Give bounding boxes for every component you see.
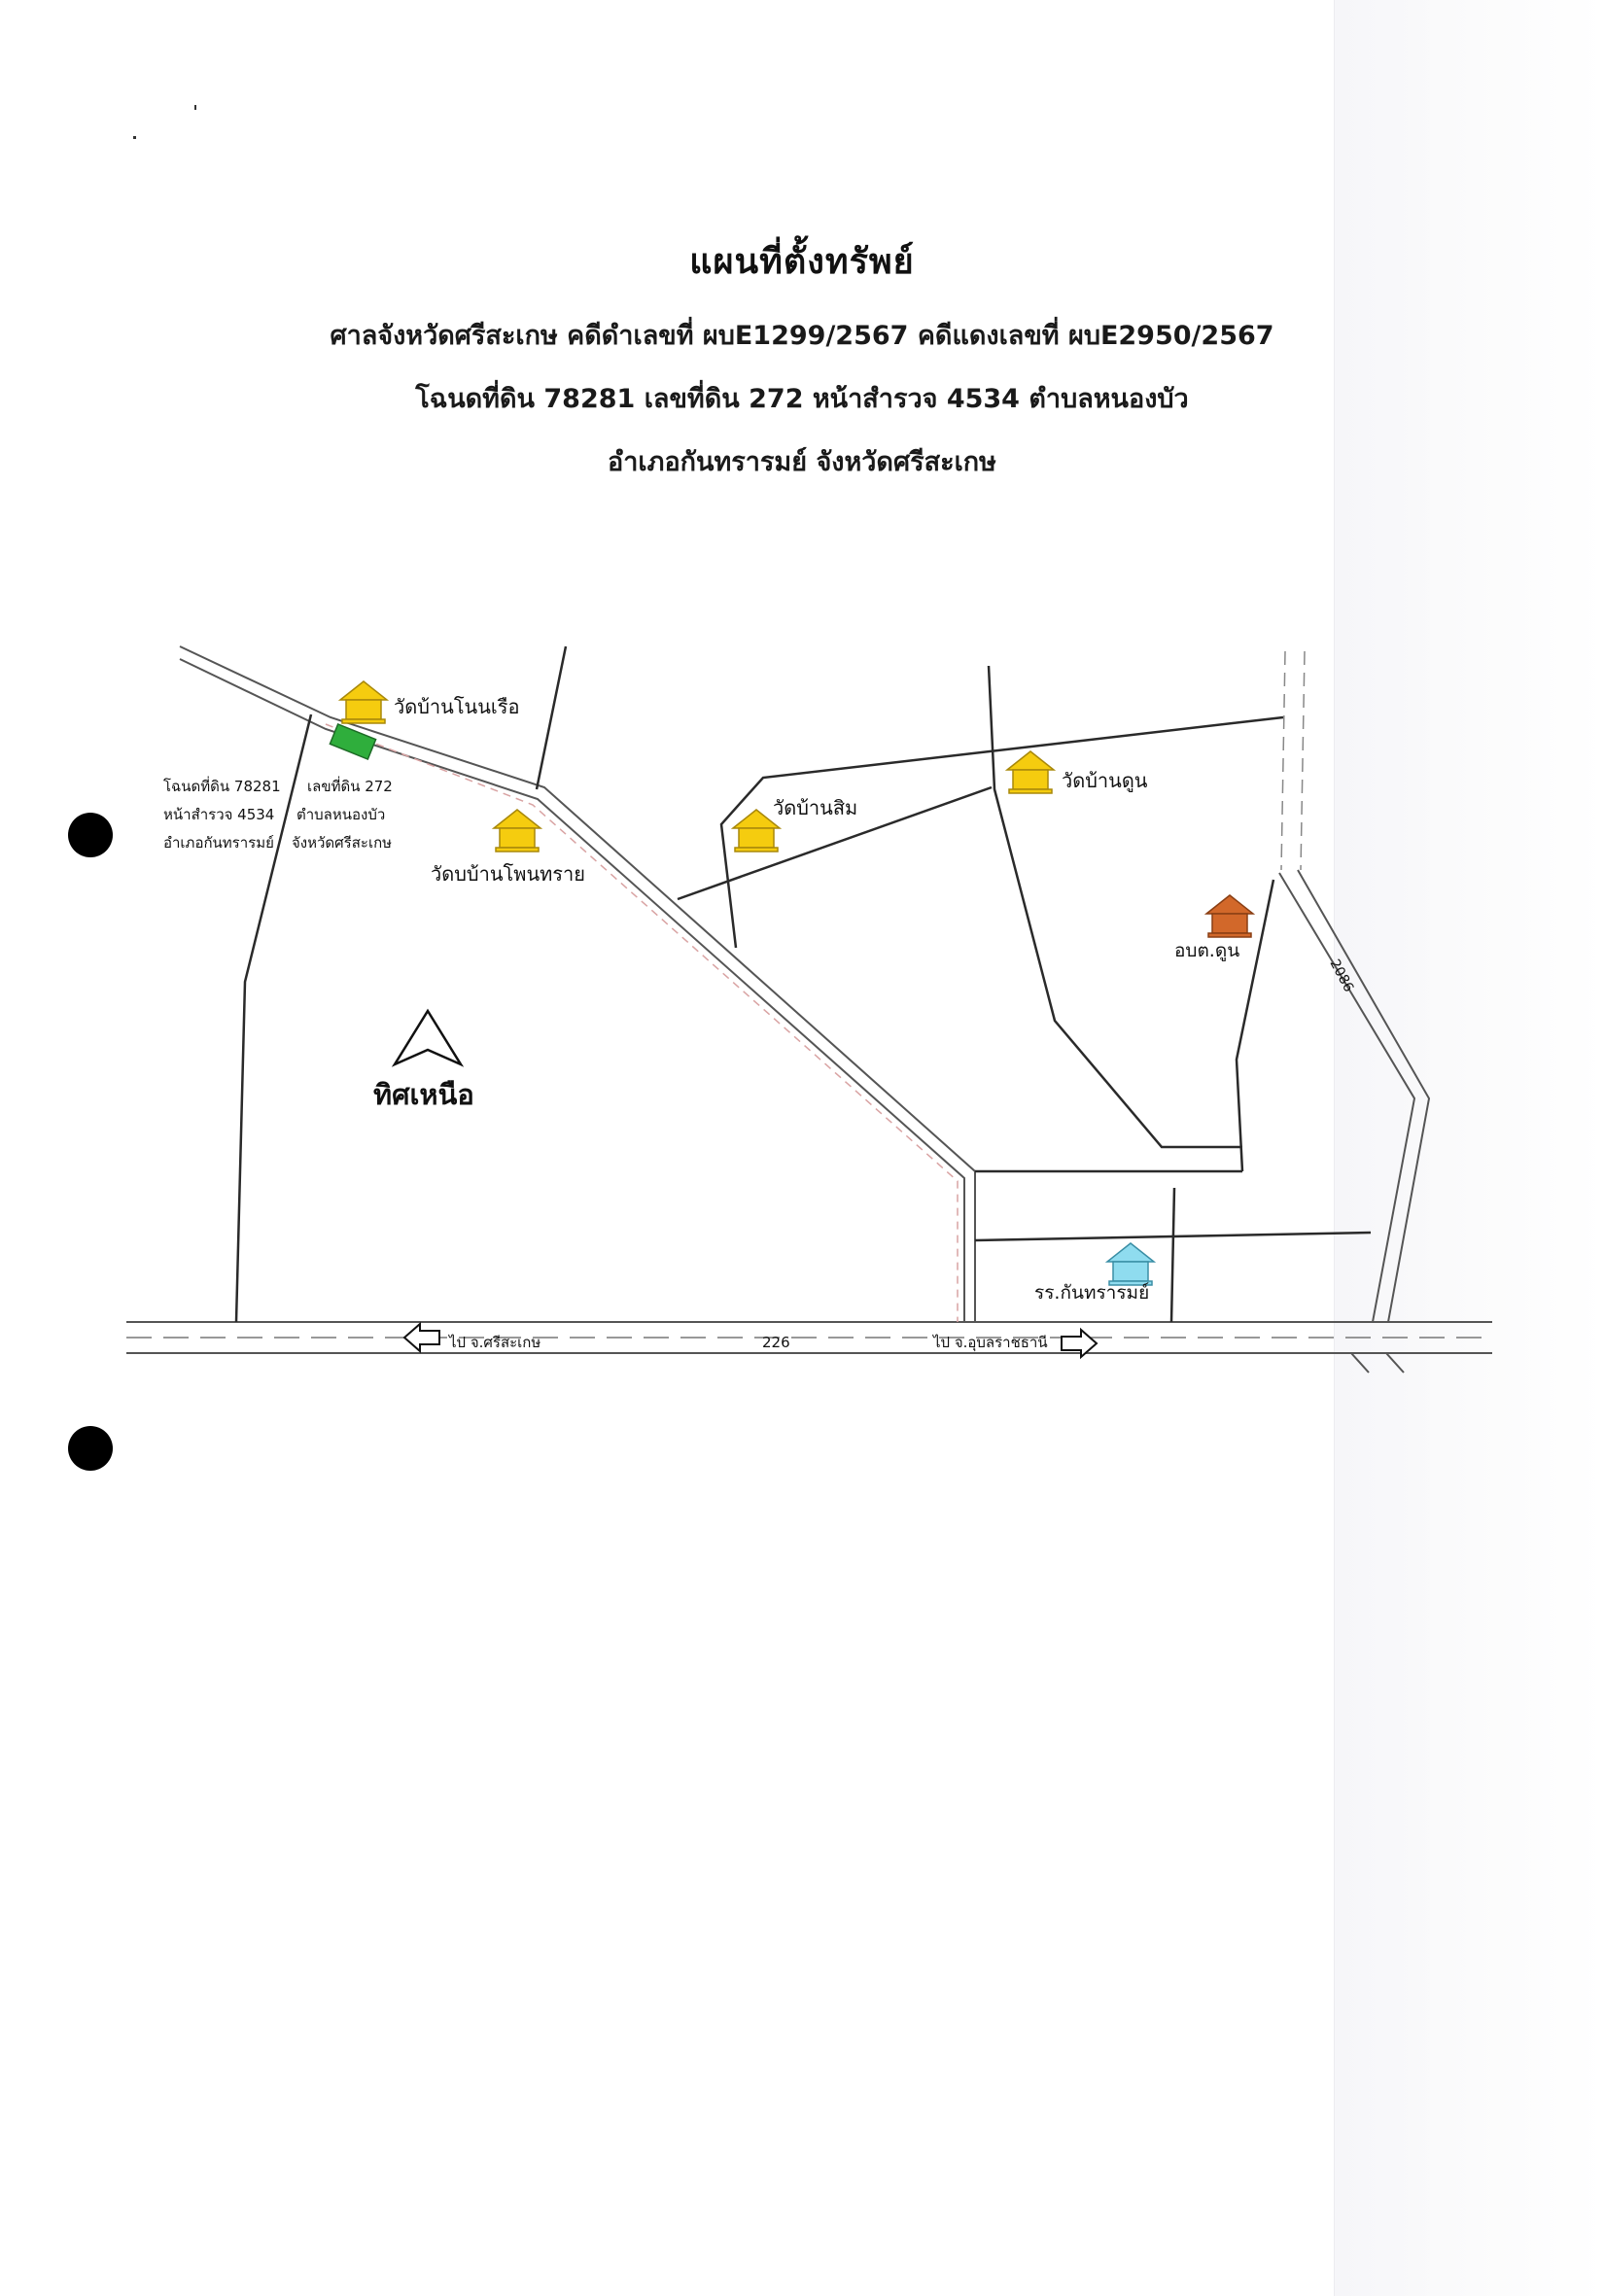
diagonal-road-boundary bbox=[325, 723, 959, 1322]
road-2086-ext bbox=[1350, 1352, 1405, 1374]
parcel-note-survey: หน้าสำรวจ 4534 bbox=[163, 806, 274, 823]
document-header: แผนที่ตั้งทรัพย์ ศาลจังหวัดศรีสะเกษ คดีด… bbox=[0, 233, 1604, 504]
district-province-line: อำเภอกันทรารมย์ จังหวัดศรีสะเกษ bbox=[608, 447, 996, 477]
diagonal-road bbox=[179, 645, 976, 1322]
parcel-note-lot: เลขที่ดิน 272 bbox=[307, 776, 393, 795]
north-label: ทิศเหนือ bbox=[373, 1078, 474, 1111]
arrow-left-icon bbox=[402, 1321, 440, 1354]
parcel-note: โฉนดที่ดิน 78281 เลขที่ดิน 272 หน้าสำรวจ… bbox=[163, 776, 393, 852]
deed-info-line: โฉนดที่ดิน 78281 เลขที่ดิน 272 หน้าสำรวจ… bbox=[415, 384, 1189, 414]
label-wat-non-ruea: วัดบ้านโนนเรือ bbox=[394, 695, 520, 718]
direction-west-label: ไป จ.ศรีสะเกษ bbox=[448, 1334, 540, 1351]
punch-hole-bottom bbox=[68, 1426, 113, 1471]
scan-speck bbox=[194, 105, 196, 110]
label-school: รร.กันทรารมย์ bbox=[1034, 1282, 1149, 1304]
page-edge-shadow bbox=[1334, 0, 1604, 2296]
parcel-note-province: จังหวัดศรีสะเกษ bbox=[292, 834, 392, 852]
label-wat-phon-sai: วัดบบ้านโพนทราย bbox=[431, 862, 585, 886]
parcel-note-deed: โฉนดที่ดิน 78281 bbox=[163, 776, 281, 795]
label-wat-dun: วัดบ้านดูน bbox=[1062, 769, 1148, 793]
document-title: แผนที่ตั้งทรัพย์ bbox=[689, 242, 915, 282]
label-sao-dun: อบต.ดูน bbox=[1174, 940, 1239, 961]
parcel-note-district: อำเภอกันทรารมย์ bbox=[163, 834, 274, 852]
highway-number-label: 226 bbox=[762, 1334, 790, 1351]
temple-icon bbox=[493, 809, 541, 852]
road-2086 bbox=[1278, 869, 1431, 1323]
north-arrow-icon bbox=[391, 1008, 465, 1067]
local-roads bbox=[234, 645, 1372, 1323]
temple-icon bbox=[1006, 750, 1055, 794]
land-parcel-marker bbox=[329, 722, 377, 761]
direction-east-label: ไป จ.อุบลราชธานี bbox=[932, 1334, 1048, 1352]
scan-speck bbox=[133, 136, 136, 139]
court-case-line: ศาลจังหวัดศรีสะเกษ คดีดำเลขที่ ผบE1299/2… bbox=[330, 321, 1274, 351]
parcel-note-subdistrict: ตำบลหนองบัว bbox=[296, 806, 385, 823]
government-office-icon bbox=[1205, 894, 1254, 938]
highway-226 bbox=[126, 1321, 1492, 1354]
label-wat-som: วัดบ้านสิม bbox=[773, 796, 857, 819]
right-boundary-dashed bbox=[1280, 650, 1306, 871]
arrow-right-icon bbox=[1061, 1327, 1098, 1360]
punch-hole-top bbox=[68, 813, 113, 857]
temple-icon bbox=[339, 680, 388, 724]
school-icon bbox=[1106, 1242, 1155, 1286]
